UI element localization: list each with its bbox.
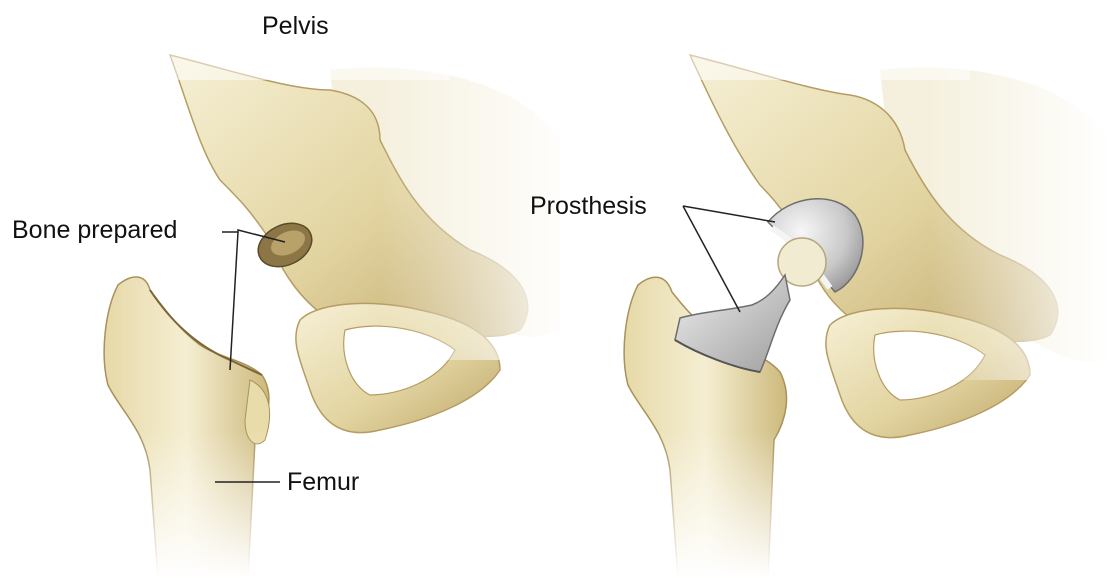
prosthesis-leader	[683, 206, 775, 312]
pelvis-label: Pelvis	[262, 14, 329, 39]
left-panel-femur	[100, 277, 300, 578]
femur-label: Femur	[287, 470, 359, 495]
prosthesis-label: Prosthesis	[530, 194, 647, 219]
bone-prepared-label: Bone prepared	[12, 218, 177, 243]
